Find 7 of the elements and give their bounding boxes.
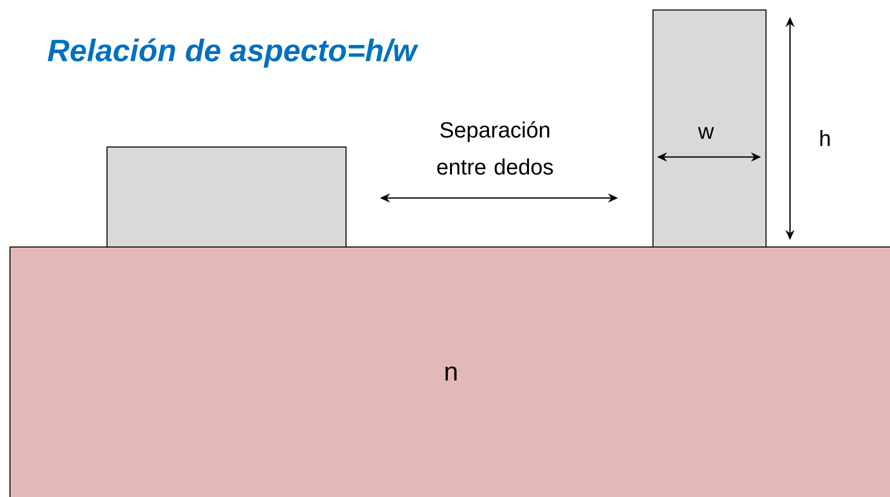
height-label: h [820, 130, 830, 146]
title: Relación de aspecto=h/w [48, 38, 418, 68]
substrate-block: n [10, 246, 890, 497]
finger-electrode [652, 10, 766, 248]
separation-label: Separación entre dedos [437, 121, 553, 175]
width-label: w [698, 127, 714, 139]
finger-electrode [106, 146, 346, 248]
